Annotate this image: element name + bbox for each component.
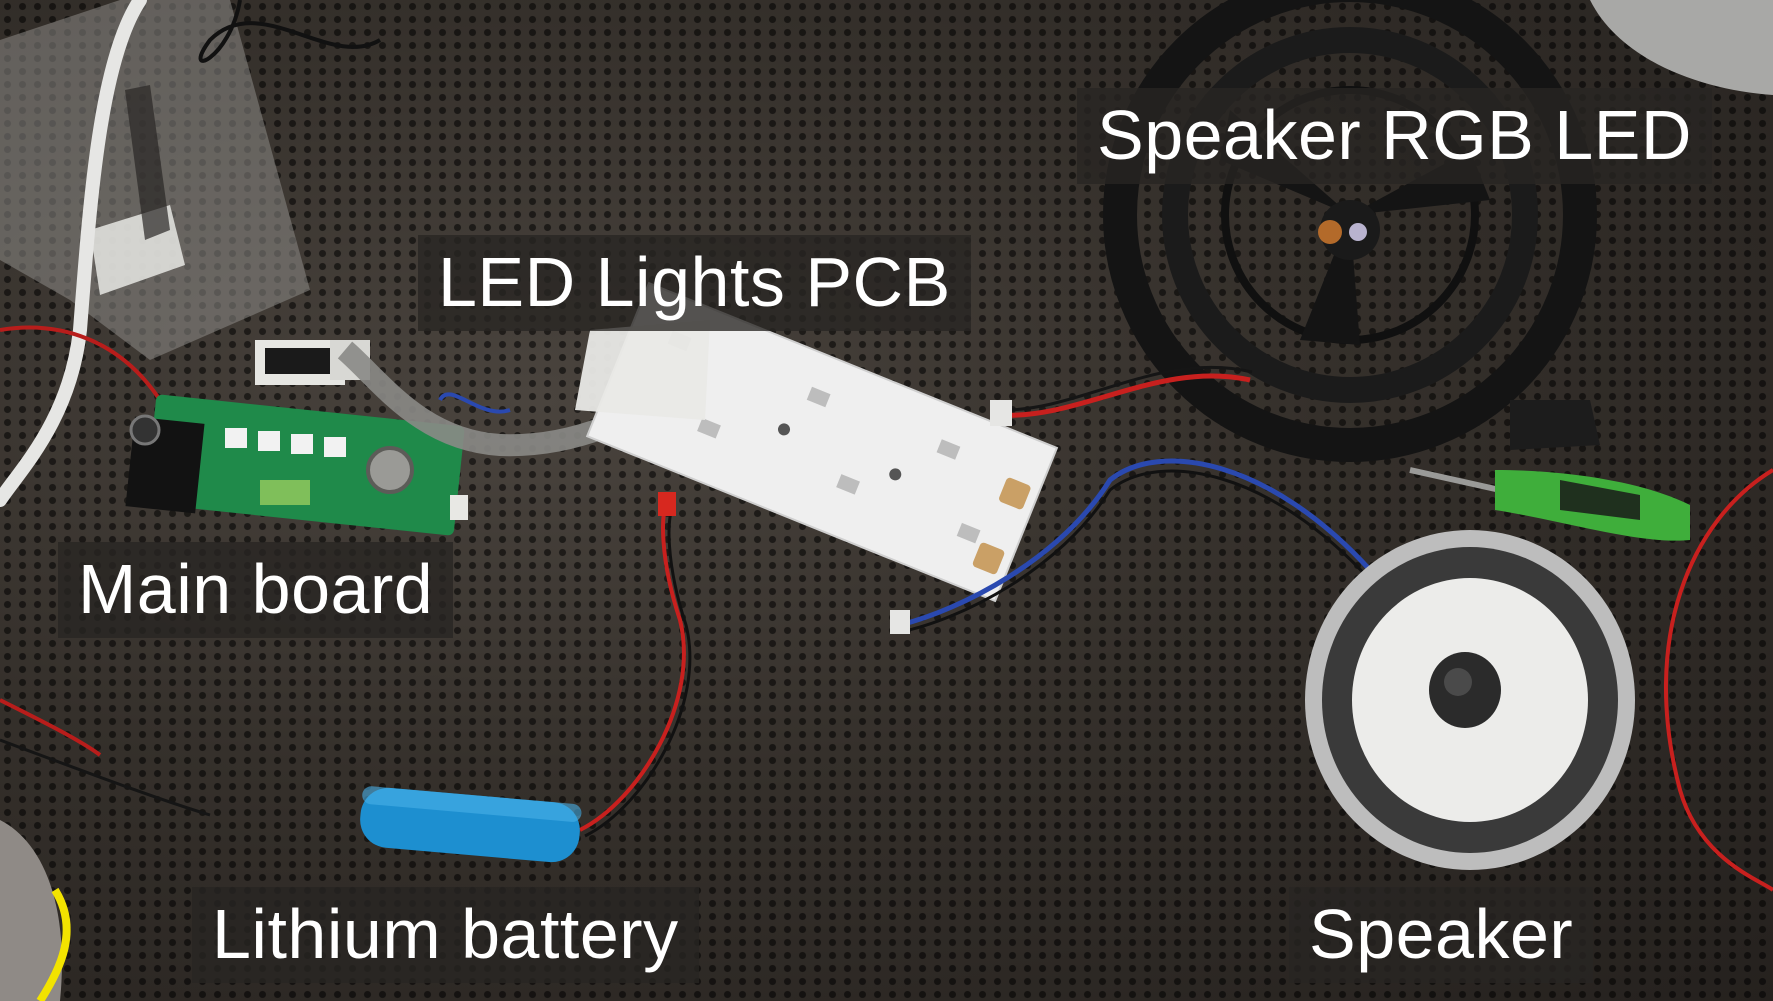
speaker [1305,530,1635,870]
white-cable [0,0,147,507]
label-speaker-rgb-led: Speaker RGB LED [1077,88,1712,184]
blue-wire-speaker [899,458,1372,628]
red-wire-rgb [999,373,1251,418]
plastic-bag [0,0,310,360]
black-wire-rgb [999,365,1253,412]
glove [0,820,62,1001]
black-wire-top [198,0,382,63]
label-main-board: Main board [58,542,454,638]
black-wire-speaker [899,469,1372,634]
blue-wire-board [438,392,511,414]
container-top-right [1590,0,1773,95]
yellow-strap [36,887,71,1001]
battery-led [658,492,676,516]
red-wire-right [1663,468,1773,892]
speaker-ring [1103,0,1600,462]
lithium-battery [360,786,582,863]
red-wire-left [0,325,162,402]
label-lithium-battery: Lithium battery [192,887,699,983]
main-board [125,340,468,536]
label-speaker: Speaker [1289,887,1594,983]
screwdriver [1409,467,1690,541]
battery-wire [579,498,686,832]
label-led-lights-pcb: LED Lights PCB [418,235,971,331]
pcb-flex-tab [575,320,710,420]
connector-speaker [890,610,910,634]
battery-wire-black [584,504,692,838]
red-wire-left-bottom [0,698,102,757]
black-wire-left-bottom [0,738,211,817]
connector-rgb [990,400,1012,426]
